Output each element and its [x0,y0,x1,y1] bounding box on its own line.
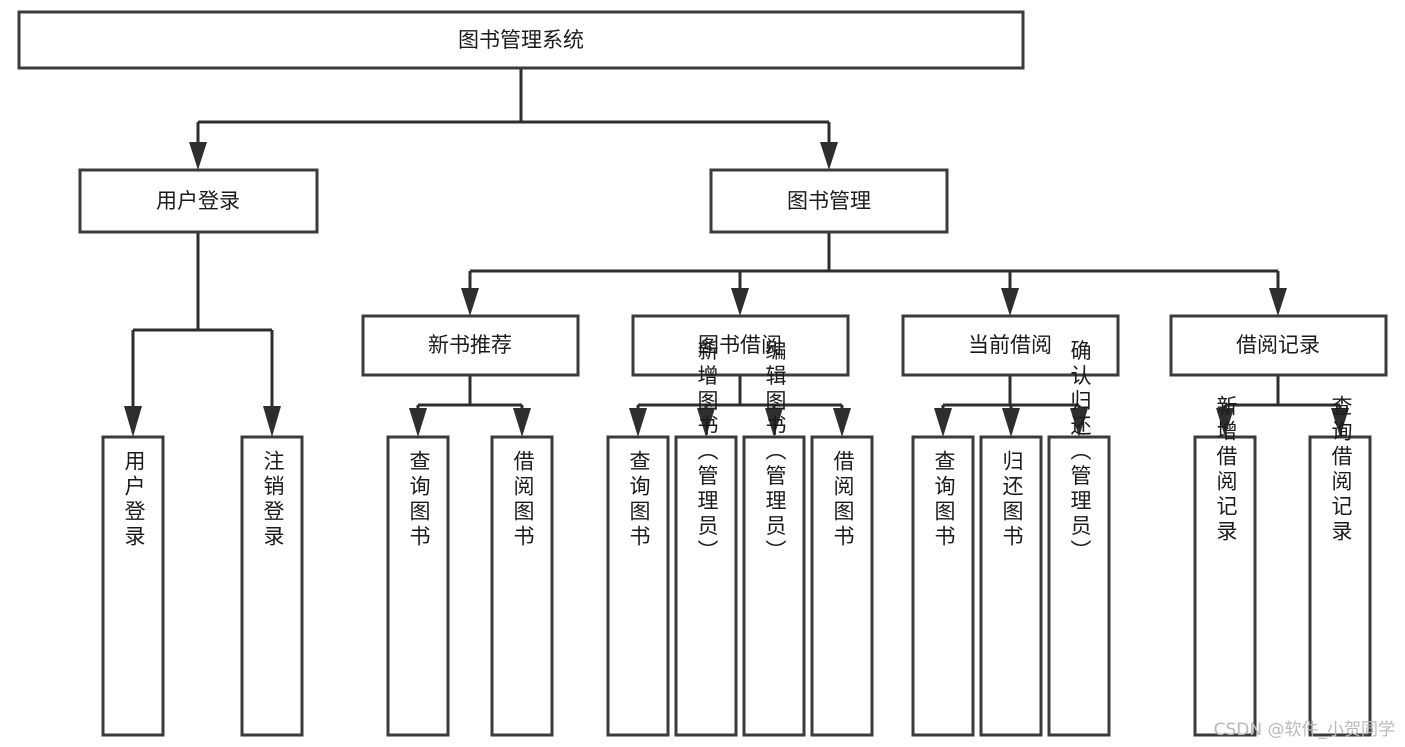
leaf-query-book-2-box[interactable] [606,435,670,737]
node-user-login-box[interactable] [78,168,319,234]
arrowhead-leaf-confirm-return [1070,408,1088,437]
leaf-return-book-label: 归还图书 [1000,450,1024,550]
arrowhead-leaf-query-book-2 [629,408,647,437]
node-borrow-record-label: 借阅记录 [1236,333,1320,357]
connector-layer [124,68,1349,437]
arrowhead-new-book-recommend [461,288,479,316]
leaf-add-book[interactable]: 新增图书（管理员） [674,340,738,737]
arrowhead-leaf-borrow-book-2 [833,408,851,437]
arrowhead-book-manage [820,142,838,170]
leaf-query-book-3-box[interactable] [911,435,975,737]
leaf-add-book-box[interactable] [674,435,738,737]
arrowhead-leaf-query-book-3 [934,408,952,437]
node-current-borrow-label: 当前借阅 [968,333,1052,357]
node-user-login-label: 用户登录 [156,189,240,213]
leaf-query-book-2-label: 查询图书 [627,450,651,550]
leaf-return-book[interactable]: 归还图书 [979,435,1043,737]
leaf-add-book-label: 新增图书（管理员） [695,340,719,565]
leaf-query-book-1[interactable]: 查询图书 [386,435,450,737]
node-current-borrow[interactable]: 当前借阅 [901,314,1120,377]
leaf-query-record-label: 查询借阅记录 [1329,395,1353,545]
leaf-edit-book-label: 编辑图书（管理员） [763,340,787,565]
leaf-add-record-box[interactable] [1193,435,1257,737]
node-root-box[interactable] [17,10,1025,70]
arrowhead-leaf-query-book-1 [409,408,427,437]
node-book-manage-label: 图书管理 [787,189,871,213]
leaf-query-book-3-label: 查询图书 [932,450,956,550]
leaf-query-book-1-label: 查询图书 [407,450,431,550]
leaf-query-book-1-box[interactable] [386,435,450,737]
leaf-add-record[interactable]: 新增借阅记录 [1193,395,1257,737]
arrowhead-user-login [189,142,207,170]
arrowhead-leaf-add-book [697,408,715,437]
leaf-borrow-book-2-label: 借阅图书 [831,450,855,550]
leaf-logout-login[interactable]: 注销登录 [240,435,304,737]
arrowhead-current-borrow [1001,288,1019,316]
leaf-confirm-return-label: 确认归还（管理员） [1068,340,1092,565]
node-borrow-record-box[interactable] [1169,314,1388,377]
node-book-manage-box[interactable] [709,168,949,234]
arrowhead-borrow-record [1269,288,1287,316]
leaf-query-book-2[interactable]: 查询图书 [606,435,670,737]
leaf-query-record-box[interactable] [1308,435,1372,737]
leaf-user-login[interactable]: 用户登录 [101,435,165,737]
node-root-label: 图书管理系统 [458,28,584,52]
arrowhead-book-borrow [731,288,749,316]
node-book-manage[interactable]: 图书管理 [709,168,949,234]
leaf-query-book-3[interactable]: 查询图书 [911,435,975,737]
leaf-borrow-book-1-box[interactable] [490,435,554,737]
arrowhead-leaf-add-record [1216,408,1234,437]
leaf-return-book-box[interactable] [979,435,1043,737]
leaf-add-record-label: 新增借阅记录 [1214,395,1238,545]
leaf-borrow-book-1-label: 借阅图书 [511,450,535,550]
arrowhead-leaf-edit-book [765,408,783,437]
arrowhead-leaf-logout-login [263,406,281,437]
node-book-borrow-label: 图书借阅 [698,333,782,357]
node-new-book-recommend-box[interactable] [361,314,580,377]
leaf-user-login-label: 用户登录 [122,450,146,550]
node-book-borrow[interactable]: 图书借阅 [631,314,850,377]
node-new-book-recommend[interactable]: 新书推荐 [361,314,580,377]
leaf-user-login-box[interactable] [101,435,165,737]
leaf-confirm-return[interactable]: 确认归还（管理员） [1047,340,1111,737]
arrowhead-leaf-query-record [1331,408,1349,437]
node-current-borrow-box[interactable] [901,314,1120,377]
leaf-confirm-return-box[interactable] [1047,435,1111,737]
leaf-edit-book[interactable]: 编辑图书（管理员） [742,340,806,737]
leaf-query-record[interactable]: 查询借阅记录 [1308,395,1372,737]
arrowhead-leaf-return-book [1002,408,1020,437]
leaf-logout-login-box[interactable] [240,435,304,737]
node-root[interactable]: 图书管理系统 [17,10,1025,70]
leaf-edit-book-box[interactable] [742,435,806,737]
arrowhead-leaf-borrow-book-1 [513,408,531,437]
node-new-book-recommend-label: 新书推荐 [428,333,512,357]
node-book-borrow-box[interactable] [631,314,850,377]
leaf-borrow-book-2[interactable]: 借阅图书 [810,435,874,737]
node-borrow-record[interactable]: 借阅记录 [1169,314,1388,377]
arrowhead-leaf-user-login [124,406,142,437]
node-user-login[interactable]: 用户登录 [78,168,319,234]
leaf-borrow-book-2-box[interactable] [810,435,874,737]
watermark-label: CSDN @软件_小贺同学 [1214,720,1395,740]
leaf-logout-login-label: 注销登录 [261,450,285,550]
leaf-borrow-book-1[interactable]: 借阅图书 [490,435,554,737]
